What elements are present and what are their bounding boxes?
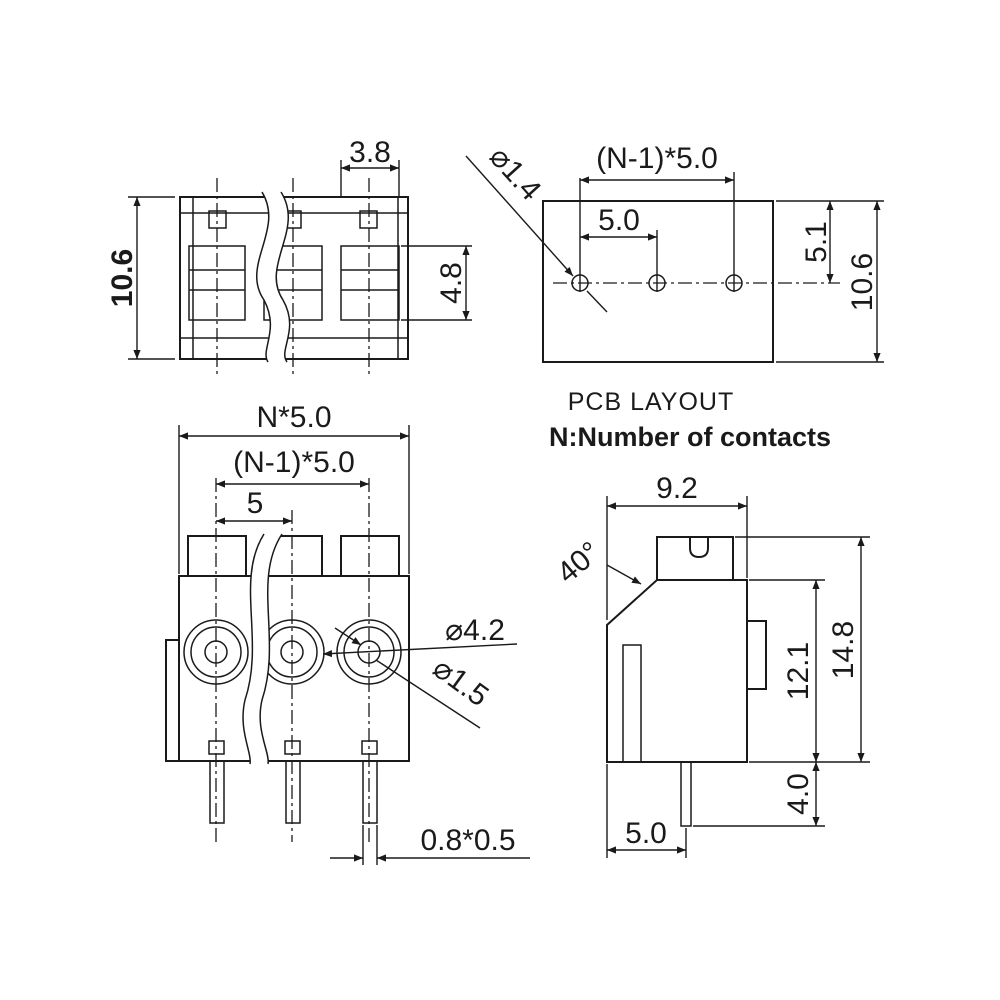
- contacts-note: N:Number of contacts: [549, 422, 831, 452]
- pcb-span-label: (N-1)*5.0: [596, 142, 718, 175]
- side-view-pin-offset-label: 5.0: [625, 817, 667, 850]
- side-view-pin: [680, 761, 692, 827]
- pcb-pitch-label: 5.0: [598, 204, 640, 237]
- side-view-body: [606, 579, 748, 763]
- pcb-layout-caption: PCB LAYOUT: [568, 388, 735, 416]
- side-view-angle-label: 40°: [551, 535, 607, 589]
- front-view-pitch-label: 5: [247, 487, 264, 520]
- top-view-window-height-label: 4.8: [435, 262, 468, 304]
- front-view-span-label: (N-1)*5.0: [233, 446, 355, 479]
- side-view-cap: [656, 536, 734, 580]
- pcb-hole-diameter-label: ⌀1.4: [483, 140, 548, 206]
- front-view: N*5.0 (N-1)*5.0 5 ⌀4.2 ⌀1.5 0.8*0.5: [165, 401, 530, 865]
- side-view-width-label: 9.2: [656, 472, 698, 505]
- side-view-body-height-label: 12.1: [782, 642, 815, 700]
- pcb-outline: [542, 200, 774, 363]
- side-view: 9.2 40° 12.1 14.8 4.0 5.0: [551, 472, 870, 858]
- top-view-body: [179, 196, 409, 360]
- pcb-height-label: 10.6: [846, 253, 879, 311]
- front-view-body: [178, 575, 410, 762]
- side-view-total-height-label: 14.8: [827, 621, 860, 679]
- top-view-height-label: 10.6: [106, 249, 139, 307]
- front-view-outer-dia-label: ⌀4.2: [445, 614, 505, 647]
- side-view-slot: [622, 644, 642, 763]
- pcb-offset-label: 5.1: [800, 221, 833, 263]
- pcb-layout-view: ⌀1.4 (N-1)*5.0 5.0 5.1 10.6 PCB LAYOUT: [465, 140, 884, 416]
- top-view: 10.6 3.8 4.8: [106, 136, 472, 378]
- side-view-pin-length-label: 4.0: [782, 773, 815, 815]
- front-view-pin-size-label: 0.8*0.5: [420, 824, 515, 857]
- top-view-slot-width-label: 3.8: [349, 136, 391, 169]
- front-view-inner-dia-label: ⌀1.5: [427, 651, 495, 713]
- top-view-cell-3: [340, 210, 400, 321]
- side-view-latch: [746, 620, 767, 690]
- front-view-width-label: N*5.0: [256, 401, 331, 434]
